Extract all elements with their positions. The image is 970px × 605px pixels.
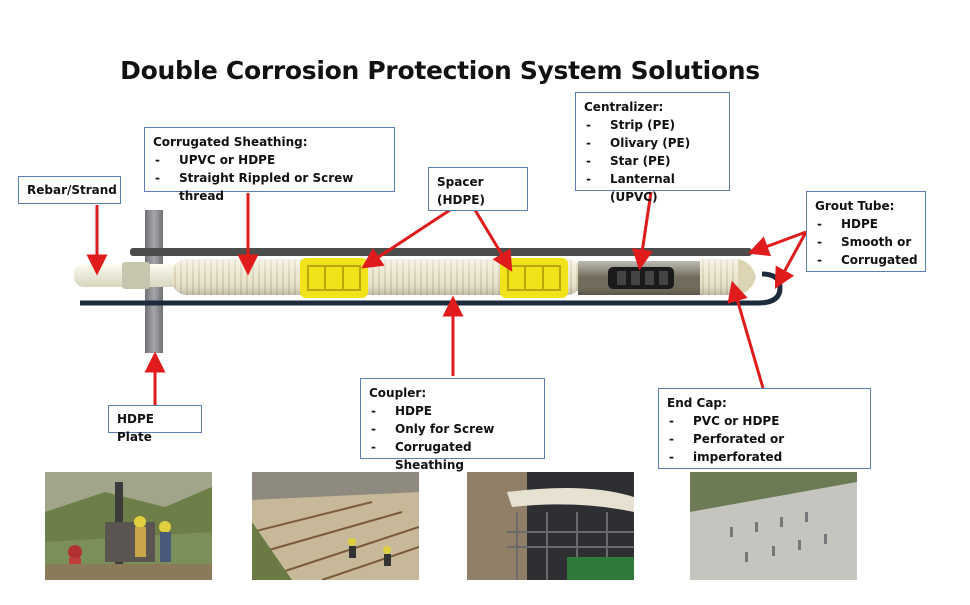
label-grout-tube-heading: Grout Tube: bbox=[815, 199, 895, 213]
end-cap bbox=[738, 259, 756, 295]
anchor-install-photo bbox=[467, 472, 634, 580]
label-centralizer-item: Strip (PE) bbox=[584, 116, 721, 134]
label-grout-tube-item: HDPE bbox=[815, 215, 917, 233]
callout-arrows bbox=[86, 191, 808, 405]
label-hdpe-plate: HDPE Plate bbox=[108, 405, 202, 444]
label-rebar-strand: Rebar/Strand bbox=[18, 176, 121, 204]
spacer-1 bbox=[300, 258, 368, 298]
label-spacer-material: (HDPE) bbox=[437, 193, 485, 207]
label-end-cap: End Cap: PVC or HDPE Perforated or imper… bbox=[658, 388, 871, 469]
label-corrugated-sheathing: Corrugated Sheathing: UPVC or HDPE Strai… bbox=[144, 127, 395, 203]
label-centralizer: Centralizer: Strip (PE) Olivary (PE) Sta… bbox=[575, 92, 730, 204]
centralizer-strip bbox=[608, 267, 674, 289]
grout-tube-top bbox=[130, 248, 752, 256]
label-centralizer-item: Star (PE) bbox=[584, 152, 721, 170]
label-centralizer-heading: Centralizer: bbox=[584, 100, 664, 114]
label-end-cap-heading: End Cap: bbox=[667, 396, 727, 410]
label-hdpe-plate-heading: HDPE Plate bbox=[117, 412, 154, 444]
label-corrugated-heading: Corrugated Sheathing: bbox=[153, 135, 308, 149]
drilling-site-photo bbox=[45, 472, 212, 580]
label-grout-tube-item: Corrugated bbox=[815, 251, 918, 269]
label-coupler-item: Corrugated Sheathing bbox=[369, 438, 536, 474]
slope-workers-photo bbox=[252, 472, 419, 580]
label-end-cap-item: PVC or HDPE bbox=[667, 412, 862, 430]
label-end-cap-item: Perforated or bbox=[667, 430, 862, 448]
label-coupler: Coupler: HDPE Only for Screw Corrugated … bbox=[360, 378, 545, 472]
label-corrugated-item: UPVC or HDPE bbox=[153, 151, 386, 169]
label-grout-tube-item: Smooth or bbox=[815, 233, 917, 251]
label-spacer: Spacer (HDPE) bbox=[428, 167, 528, 211]
label-centralizer-item: Olivary (PE) bbox=[584, 134, 721, 152]
retaining-wall-photo bbox=[690, 472, 857, 580]
page-title: Double Corrosion Protection System Solut… bbox=[120, 56, 760, 85]
label-centralizer-item: Lanternal (UPVC) bbox=[584, 170, 721, 206]
label-coupler-item: Only for Screw bbox=[369, 420, 536, 438]
label-coupler-item: HDPE bbox=[369, 402, 536, 420]
label-rebar-strand-heading: Rebar/Strand bbox=[27, 183, 117, 197]
label-spacer-heading: Spacer bbox=[437, 175, 484, 189]
spacer-2 bbox=[500, 258, 568, 298]
label-coupler-heading: Coupler: bbox=[369, 386, 427, 400]
label-end-cap-item: imperforated bbox=[667, 448, 862, 466]
label-corrugated-item: Straight Rippled or Screw thread bbox=[153, 169, 386, 205]
label-grout-tube: Grout Tube: HDPE Smooth or Corrugated bbox=[806, 191, 926, 272]
